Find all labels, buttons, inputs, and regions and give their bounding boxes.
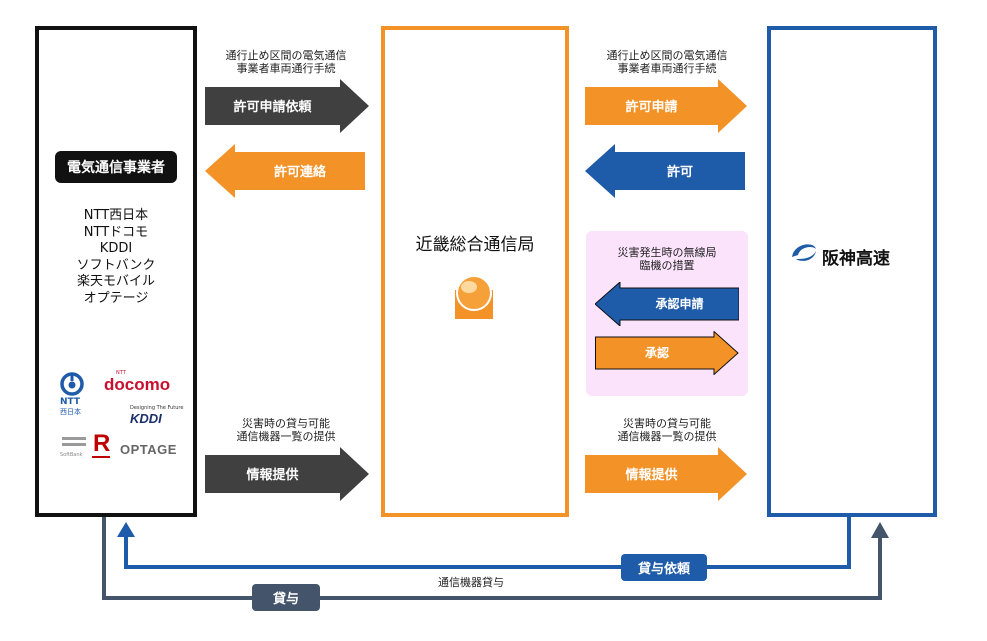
ntt-west-icon: [60, 372, 84, 396]
left-info-label: 情報提供: [246, 468, 299, 483]
permit-application-label: 許可申請: [625, 100, 678, 115]
kddi-logo-tagline: Designing The Future: [130, 405, 184, 411]
carrier-name: NTTドコモ: [83, 224, 149, 240]
hanshin-title: 阪神高速: [822, 249, 890, 269]
lending-line: [102, 517, 882, 600]
left-info-arrow: [205, 447, 369, 501]
optage-logo: OPTAGE: [120, 442, 177, 457]
hanshin-expressway-box: [767, 26, 937, 517]
approval-label: 承認: [644, 346, 669, 360]
softbank-icon: [62, 437, 86, 446]
center-title: 近畿総合通信局: [415, 235, 535, 255]
carrier-list: NTT西日本 NTTドコモ KDDI ソフトバンク 楽天モバイル オプテージ: [40, 208, 192, 307]
carrier-name: ソフトバンク: [76, 257, 156, 273]
right-bottom-caption: 災害時の貸与可能 通信機器一覧の提供: [617, 417, 717, 443]
carrier-name: KDDI: [99, 241, 133, 256]
permit-application-arrow: [585, 79, 747, 133]
left-bottom-caption: 災害時の貸与可能 通信機器一覧の提供: [236, 417, 336, 443]
rakuten-logo: R: [93, 430, 111, 457]
rakuten-underline: [92, 456, 110, 458]
softbank-logo: SoftBank: [60, 435, 88, 461]
softbank-logo-text: SoftBank: [60, 452, 83, 458]
ntt-west-logo: NTT 西日本: [57, 372, 87, 422]
carrier-name: 楽天モバイル: [76, 274, 155, 289]
permit-notice-label: 許可連絡: [273, 165, 326, 180]
ntt-west-logo-sub: 西日本: [60, 408, 81, 416]
orange-sphere-icon: [455, 275, 493, 319]
docomo-logo: docomo: [104, 375, 171, 394]
lending-request-arrowhead: [117, 522, 135, 537]
permit-arrow: [585, 144, 745, 198]
docomo-logo-small: NTT: [116, 370, 126, 376]
lending-arrowhead: [871, 522, 889, 538]
hanshin-swirl-icon: [792, 244, 816, 261]
kinki-bureau-box: [381, 26, 569, 517]
lending-request-label: 貸与依頼: [621, 554, 707, 581]
permit-request-label: 許可申請依頼: [233, 100, 312, 115]
carrier-name: NTT西日本: [83, 208, 149, 223]
permit-label: 許可: [666, 165, 693, 180]
telecom-carriers-box: [35, 26, 197, 517]
permit-notice-arrow: [205, 144, 365, 198]
right-info-arrow: [585, 447, 747, 501]
approval-request-arrow: [595, 282, 739, 326]
right-top-caption: 通行止め区間の電気通信 事業者車両通行手続: [606, 49, 728, 75]
ntt-west-logo-text: NTT: [60, 397, 81, 407]
approval-arrow: [595, 331, 739, 375]
carrier-name: オプテージ: [83, 290, 149, 306]
left-top-caption: 通行止め区間の電気通信 事業者車両通行手続: [225, 49, 347, 75]
permit-request-arrow: [205, 79, 369, 133]
carrier-badge: 電気通信事業者: [55, 151, 177, 183]
approval-request-label: 承認申請: [655, 297, 704, 311]
lending-request-line: [124, 517, 851, 569]
disaster-panel-title: 災害発生時の無線局 臨機の措置: [617, 246, 717, 272]
equipment-lending-label: 通信機器貸与: [438, 576, 504, 589]
lending-label: 貸与: [252, 584, 320, 611]
kddi-logo: KDDI: [130, 411, 162, 426]
right-info-label: 情報提供: [625, 468, 678, 483]
